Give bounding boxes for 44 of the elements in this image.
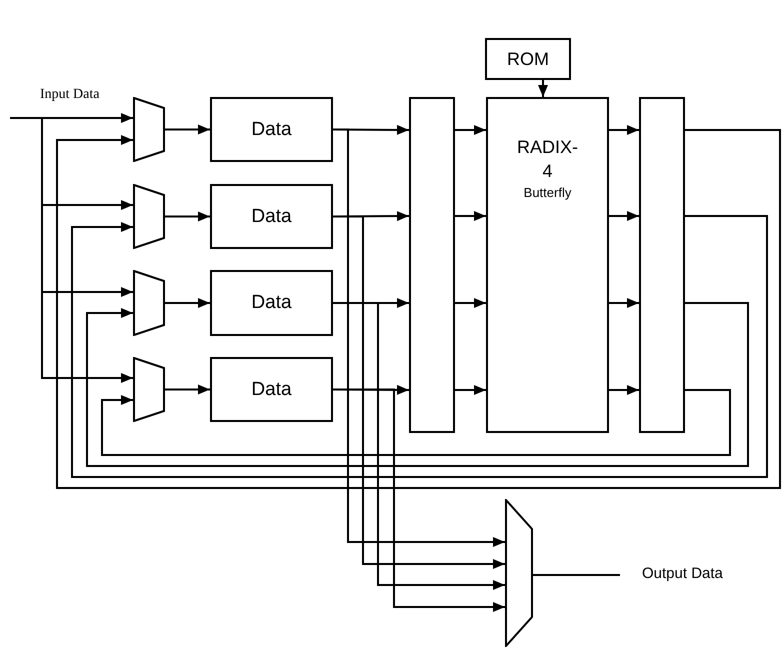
data-box	[210, 184, 333, 249]
connector-arrow	[538, 80, 548, 97]
multiplexer-shape	[133, 357, 165, 422]
connector-arrow	[165, 212, 210, 222]
connector-arrow	[333, 128, 505, 547]
connector-arrow	[10, 117, 133, 383]
connector-arrow	[333, 216, 505, 569]
connector-arrow	[165, 384, 210, 394]
connector-arrow	[455, 211, 486, 221]
connector-arrow	[165, 298, 210, 308]
connector-arrow	[609, 211, 639, 221]
multiplexer-shape	[505, 499, 533, 647]
connector-arrow	[333, 302, 505, 590]
connector-arrow	[56, 129, 781, 489]
output-label: Output Data	[642, 565, 724, 582]
data-box	[210, 97, 333, 162]
connector-arrow	[455, 298, 486, 308]
multiplexer-shape	[133, 97, 165, 162]
connector-arrow	[86, 302, 749, 467]
connector-arrow	[609, 125, 639, 135]
multiplexer-shape	[133, 270, 165, 336]
block-title: RADIX-4	[516, 136, 579, 183]
box-label: Data	[251, 206, 292, 228]
block-subtitle: Butterfly	[524, 185, 572, 200]
multiplexer-shape	[133, 184, 165, 249]
connector-arrow	[455, 125, 486, 135]
empty-block	[409, 97, 455, 433]
box-label: Data	[251, 292, 292, 314]
data-box	[210, 357, 333, 422]
box-label: ROM	[507, 48, 549, 70]
connector-arrow	[333, 388, 505, 612]
connector-arrow	[609, 385, 639, 395]
connector-arrow	[71, 215, 768, 478]
connector-arrow	[455, 385, 486, 395]
rom-box	[485, 38, 571, 80]
connector-arrow	[609, 298, 639, 308]
box-label: Data	[251, 378, 292, 400]
empty-block	[639, 97, 685, 433]
butterfly-block	[486, 97, 609, 433]
connector-arrow	[165, 124, 210, 134]
data-box	[210, 270, 333, 336]
input-label: Input Data	[40, 87, 100, 103]
box-label: Data	[251, 118, 292, 140]
connector-arrow	[101, 389, 731, 456]
